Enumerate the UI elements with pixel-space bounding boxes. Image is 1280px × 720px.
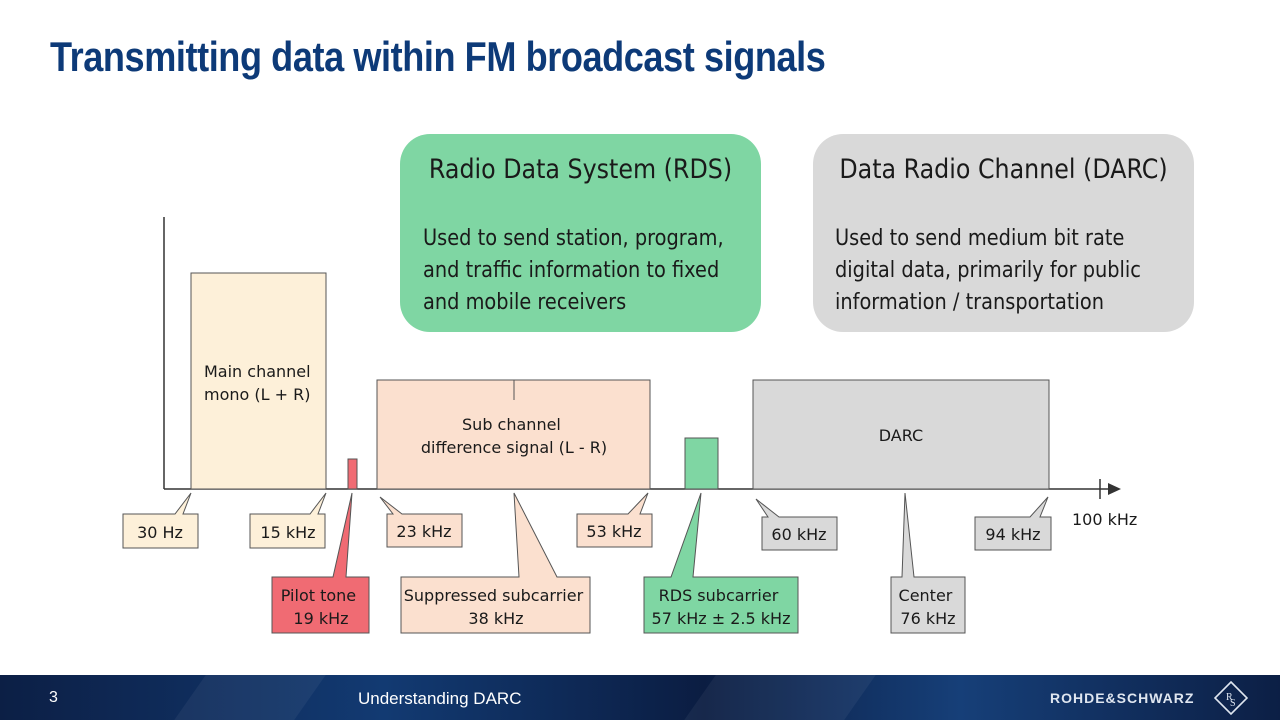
rds-subcarrier-line: 57 kHz ± 2.5 kHz	[652, 609, 791, 628]
rds-subcarrier-label: RDS subcarrier 57 kHz ± 2.5 kHz	[652, 586, 791, 628]
main-channel-line: mono (L + R)	[204, 385, 310, 404]
suppressed-subcarrier-callout	[400, 492, 591, 634]
darc-block-label: DARC	[879, 426, 923, 445]
rds-callout-body: Used to send station, program, and traff…	[423, 223, 724, 319]
center-callout	[890, 492, 966, 634]
darc-body-line: information / transportation	[835, 290, 1104, 315]
page-number: 3	[49, 689, 58, 706]
slide-title: Transmitting data within FM broadcast si…	[50, 33, 826, 80]
label-60khz-callout	[755, 498, 838, 551]
label-53khz-callout	[576, 492, 653, 548]
svg-text:S: S	[1230, 698, 1236, 709]
sub-channel-line: Sub channel	[462, 415, 561, 434]
suppressed-subcarrier-line: 38 kHz	[468, 609, 523, 628]
svg-text:R: R	[1226, 692, 1233, 703]
rds-subcarrier-bar	[684, 437, 719, 490]
footer-bar: 3 Understanding DARC ROHDE&SCHWARZ R S	[0, 675, 1280, 720]
rohde-schwarz-logo-icon: R S	[1214, 681, 1248, 715]
label-30hz-callout	[122, 492, 199, 549]
footer-title: Understanding DARC	[358, 689, 522, 708]
center-line: Center	[899, 586, 953, 605]
brand-name: ROHDE&SCHWARZ	[1050, 690, 1195, 706]
pilot-tone-line: Pilot tone	[281, 586, 356, 605]
fm-spectrum-diagram: 100 kHz Main channel mono (L + R) Sub ch…	[122, 217, 1137, 634]
darc-callout: Data Radio Channel (DARC) Used to send m…	[813, 134, 1194, 332]
footer-decoration	[684, 675, 876, 720]
label-94khz: 94 kHz	[985, 525, 1040, 544]
darc-body-line: Used to send medium bit rate	[835, 226, 1125, 251]
rds-body-line: and traffic information to fixed	[423, 258, 720, 283]
sub-channel-label: Sub channel difference signal (L - R)	[421, 415, 607, 457]
label-94khz-callout	[974, 496, 1052, 551]
label-60khz: 60 kHz	[771, 525, 826, 544]
suppressed-subcarrier-label: Suppressed subcarrier 38 kHz	[404, 586, 589, 628]
main-channel-line: Main channel	[204, 362, 311, 381]
label-23khz: 23 kHz	[396, 522, 451, 541]
label-15khz-callout	[249, 492, 327, 549]
main-channel-label: Main channel mono (L + R)	[204, 362, 316, 404]
darc-body-line: digital data, primarily for public	[835, 258, 1141, 283]
label-23khz-callout	[379, 496, 463, 548]
darc-callout-title: Data Radio Channel (DARC)	[839, 154, 1168, 185]
rds-callout: Radio Data System (RDS) Used to send sta…	[400, 134, 761, 332]
rds-callout-title: Radio Data System (RDS)	[428, 154, 733, 185]
center-line: 76 kHz	[900, 609, 955, 628]
pilot-tone-label: Pilot tone 19 kHz	[281, 586, 361, 628]
pilot-tone-bar	[347, 458, 358, 490]
x-axis-arrowhead	[1108, 483, 1121, 495]
axis-end-label: 100 kHz	[1072, 510, 1137, 529]
center-label: Center 76 kHz	[899, 586, 958, 628]
rds-body-line: Used to send station, program,	[423, 226, 724, 251]
label-15khz: 15 kHz	[260, 523, 315, 542]
rds-body-line: and mobile receivers	[423, 290, 627, 315]
pilot-tone-callout	[271, 492, 370, 634]
main-channel-block	[190, 272, 327, 490]
darc-callout-body: Used to send medium bit rate digital dat…	[835, 223, 1141, 319]
rds-subcarrier-callout	[643, 492, 799, 634]
footer-decoration	[174, 675, 326, 720]
rds-subcarrier-line: RDS subcarrier	[659, 586, 779, 605]
sub-channel-line: difference signal (L - R)	[421, 438, 607, 457]
pilot-tone-line: 19 kHz	[293, 609, 348, 628]
suppressed-subcarrier-line: Suppressed subcarrier	[404, 586, 584, 605]
label-30hz: 30 Hz	[137, 523, 183, 542]
label-53khz: 53 kHz	[586, 522, 641, 541]
darc-block	[752, 379, 1050, 490]
